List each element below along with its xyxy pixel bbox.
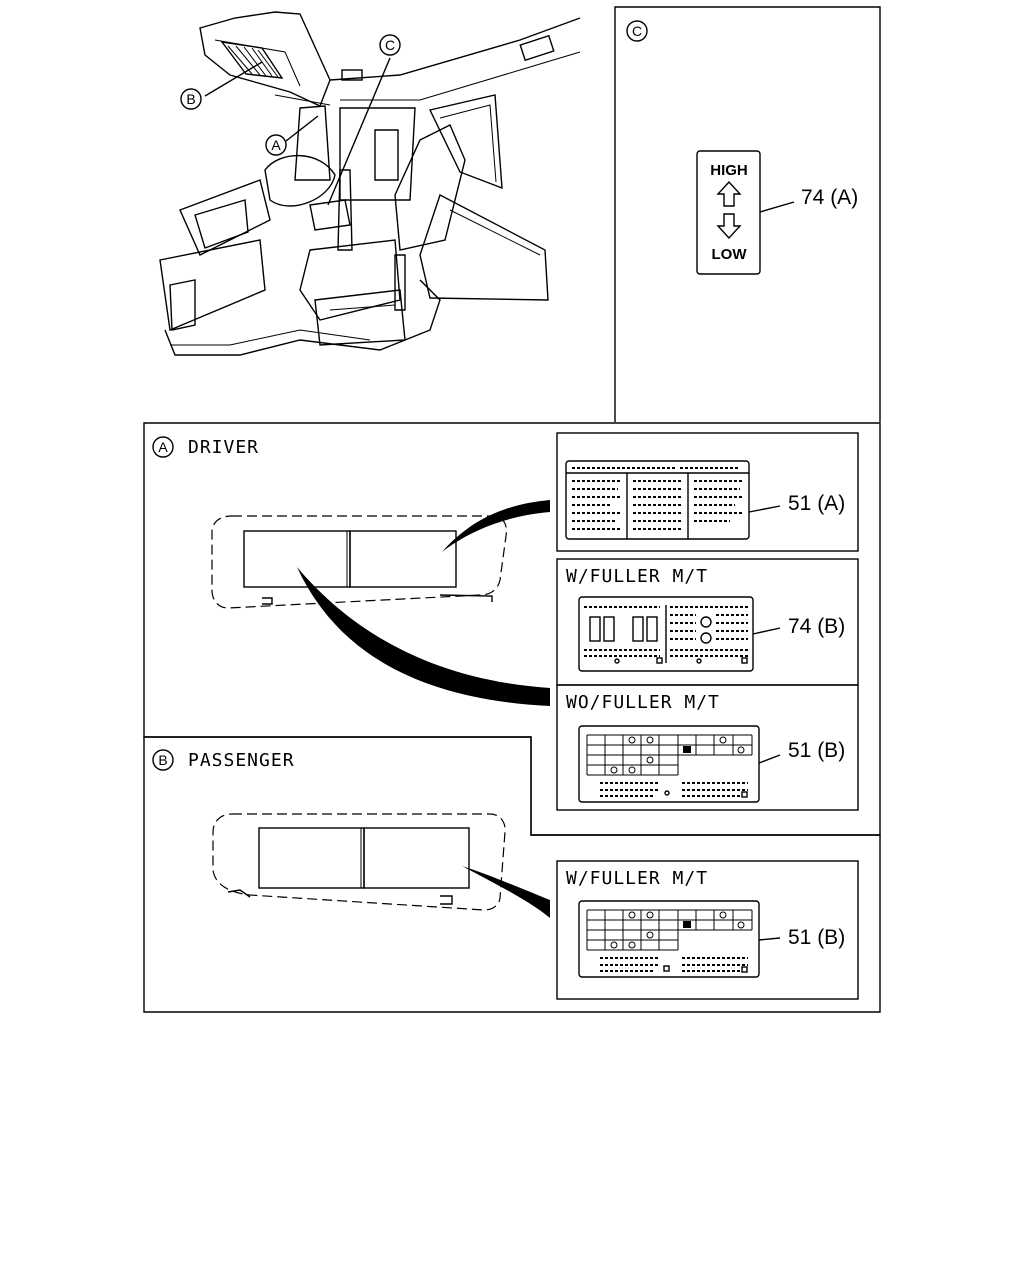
panel-b-letter: B <box>158 752 167 768</box>
part-51b-passenger: 51 (B) <box>788 926 845 949</box>
shift-pattern-figures <box>584 606 748 664</box>
panel-a: A DRIVER <box>143 422 881 836</box>
leader-51b <box>297 567 550 706</box>
callout-a: A <box>265 134 287 156</box>
label-51a-text-blocks <box>572 480 742 530</box>
driver-sun-visor <box>211 515 508 609</box>
symbol-grid <box>586 734 753 798</box>
leader-51b-passenger <box>462 866 550 918</box>
callout-leaders <box>204 57 391 206</box>
part-74a: 74 (A) <box>801 186 858 209</box>
callout-b-letter: B <box>186 91 195 107</box>
wo-fuller-driver-box: WO/FULLER M/T <box>556 684 859 811</box>
panel-c: C HIGH LOW 74 (A) <box>614 6 881 422</box>
wo-fuller-driver-title: WO/FULLER M/T <box>566 692 720 713</box>
panel-a-title: DRIVER <box>188 437 259 458</box>
w-fuller-passenger-title: W/FULLER M/T <box>566 868 708 889</box>
part-51b-driver: 51 (B) <box>788 739 845 762</box>
up-arrow-icon <box>716 180 742 207</box>
panel-b-title: PASSENGER <box>188 750 295 771</box>
w-fuller-driver-title: W/FULLER M/T <box>566 566 708 587</box>
callout-b: B <box>180 88 202 110</box>
passenger-sun-visor <box>212 813 506 911</box>
cab-interior-illustration <box>159 11 581 356</box>
part-51a: 51 (A) <box>788 492 845 515</box>
label-51a-box <box>556 432 859 552</box>
sun-visor-hatched <box>220 41 284 79</box>
passenger-symbol-grid <box>586 909 753 973</box>
w-fuller-driver-box: W/FULLER M/T <box>556 558 859 686</box>
leader-51a <box>442 500 550 552</box>
callout-a-letter: A <box>271 137 281 153</box>
panel-c-letter: C <box>632 23 642 39</box>
down-arrow-icon <box>716 213 742 240</box>
callout-c: C <box>379 34 401 56</box>
switch-high-text: HIGH <box>710 162 748 179</box>
switch-low-text: LOW <box>712 246 748 263</box>
callout-c-letter: C <box>385 37 395 53</box>
w-fuller-passenger-box: W/FULLER M/T <box>556 860 859 1000</box>
high-low-switch-label: HIGH LOW <box>696 150 761 275</box>
panel-b: B PASSENGER W/FULLER M/T <box>143 736 881 1013</box>
panel-a-letter: A <box>158 439 168 455</box>
part-74b: 74 (B) <box>788 615 845 638</box>
